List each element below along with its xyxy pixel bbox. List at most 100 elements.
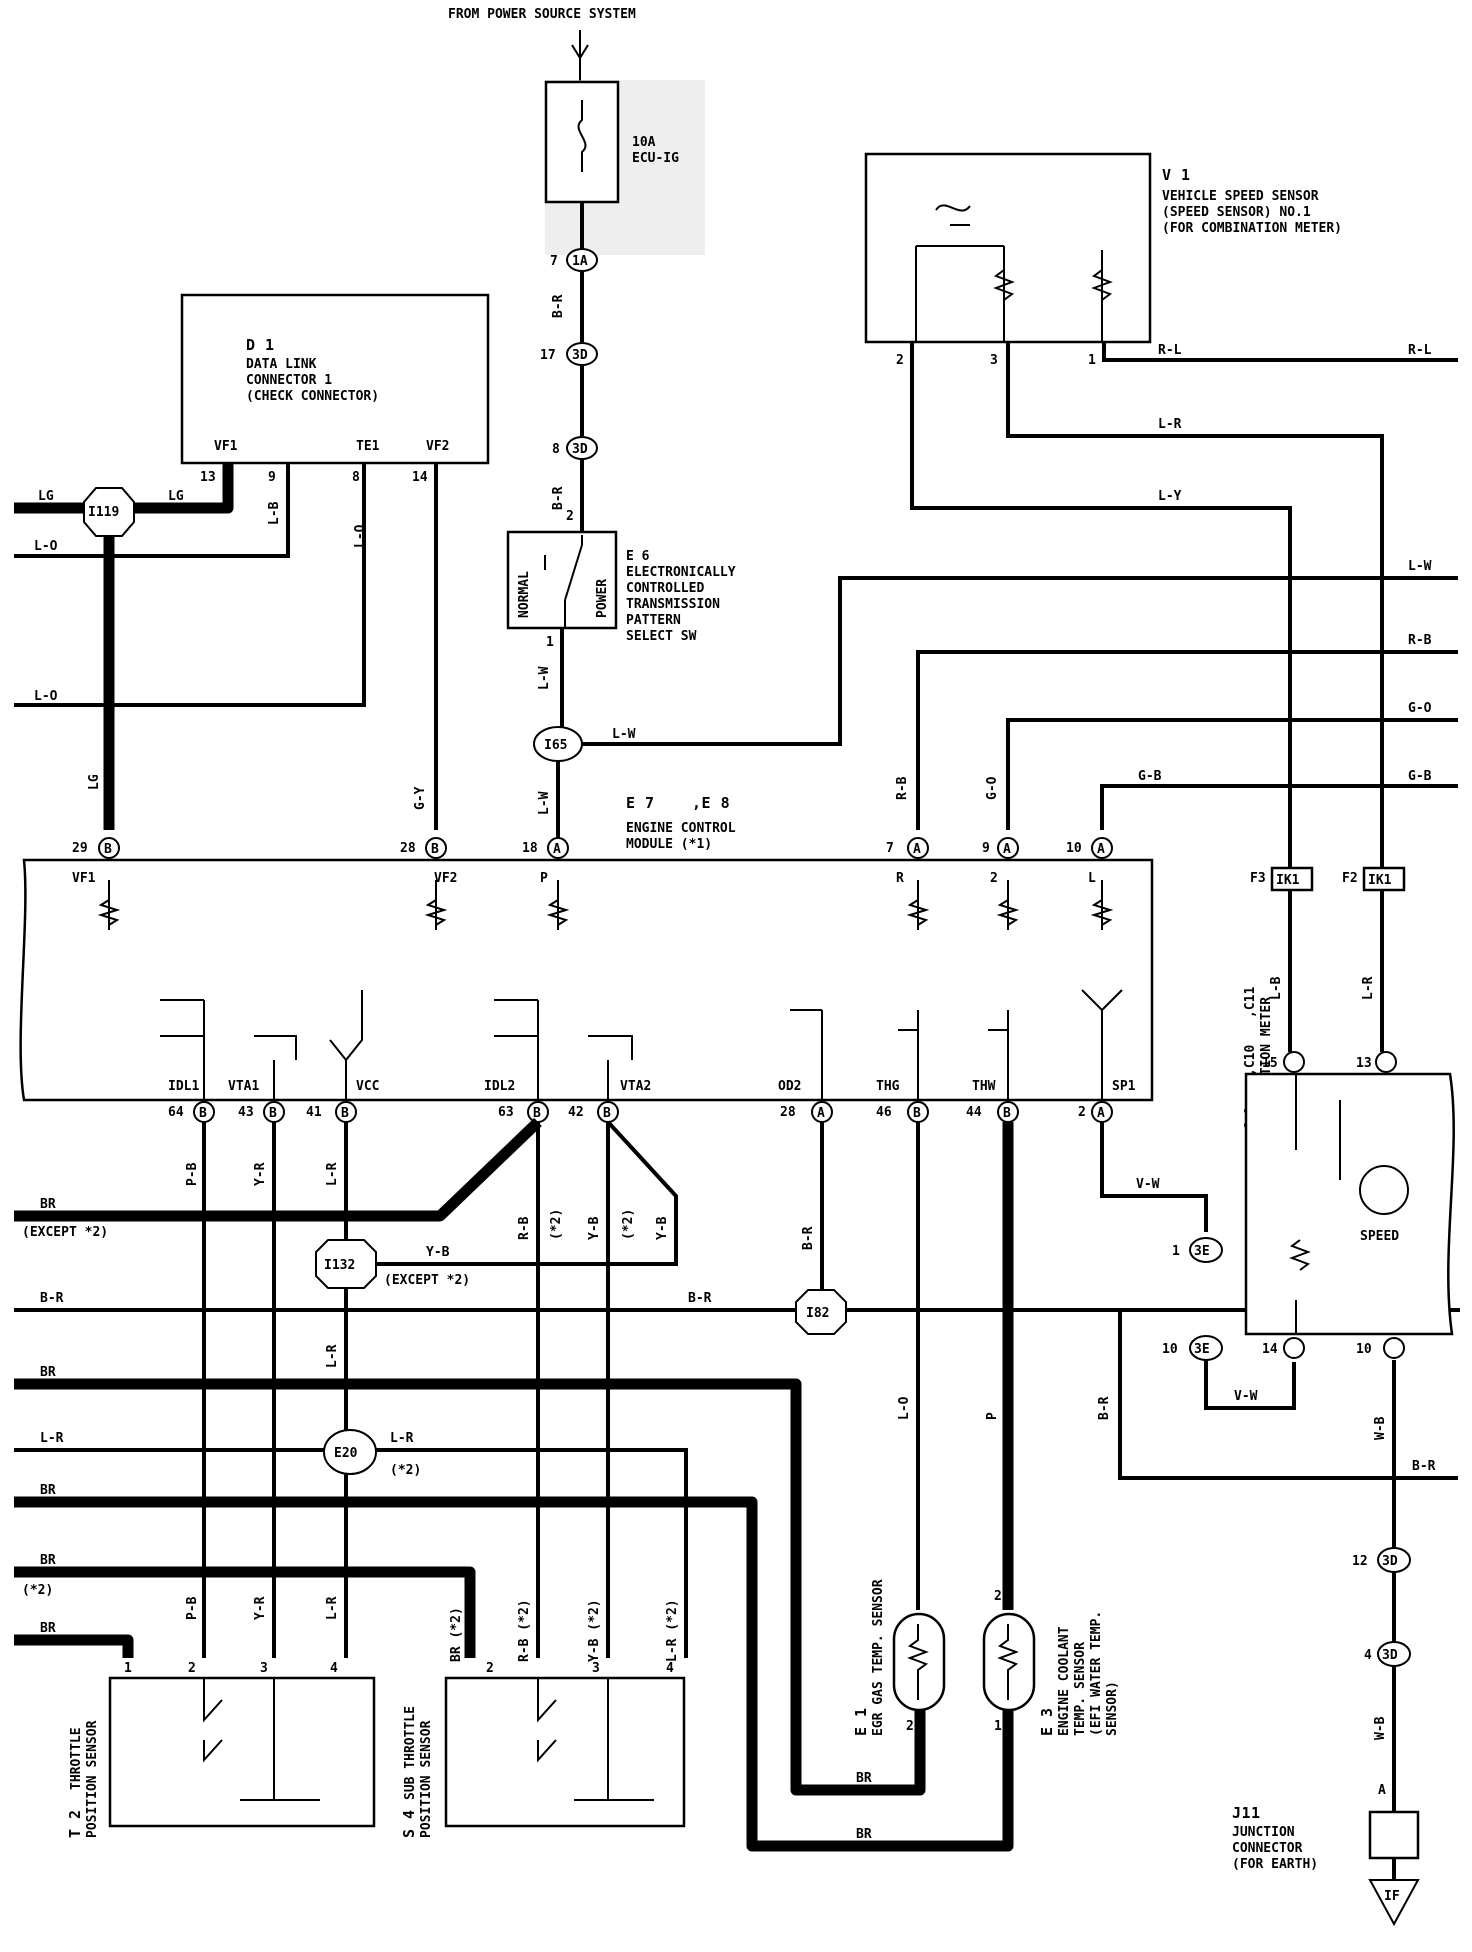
svg-text:A: A [1003, 842, 1011, 857]
wire-label-gb-1: G-B [1138, 769, 1162, 784]
ecm-bot-pin-od2: OD2 28 A [778, 1079, 833, 1123]
svg-text:VCC: VCC [356, 1079, 379, 1094]
e3-line2: TEMP. SENSOR [1073, 1642, 1088, 1736]
speedometer-icon [1359, 1165, 1409, 1215]
wire-label-wb-2: W-B [1373, 1716, 1388, 1740]
svg-text:42: 42 [568, 1105, 584, 1120]
wire-label-br-mid: B-R [688, 1291, 712, 1306]
wire-label-rb-3: R-B [517, 1216, 532, 1240]
ecm-bot-pin-thw: THW 44 B [966, 1079, 1019, 1123]
svg-text:B: B [603, 1106, 611, 1121]
t2-id: T 2 [66, 1809, 84, 1838]
meter-box [1244, 1072, 1455, 1336]
dlc-id: D 1 [246, 336, 275, 354]
wire-label-br-left: B-R [40, 1291, 64, 1306]
wire-label-lg-2: LG [168, 489, 184, 504]
wire-label-go-2: G-O [985, 776, 1000, 800]
wire-label-br-top: BR [40, 1197, 56, 1212]
v1-sensor-icon [935, 204, 971, 212]
svg-text:L: L [1088, 871, 1096, 886]
splice-i119 [83, 487, 135, 537]
dlc-num-13: 13 [200, 470, 216, 485]
j11-pin: A [1378, 1783, 1386, 1798]
ecm-top-pins: 29 B VF1 28 B VF2 18 A P 7 A R 9 A 2 [72, 837, 1113, 886]
ground-label: IF [1384, 1889, 1400, 1904]
e3-line1: ENGINE COOLANT [1057, 1626, 1072, 1736]
svg-text:29: 29 [72, 841, 88, 856]
note-star2-b: (*2) [621, 1209, 636, 1240]
wire-label-pb-1: P-B [185, 1162, 200, 1186]
meter-pin-13-num: 13 [1356, 1056, 1372, 1071]
svg-text:10: 10 [1066, 841, 1082, 856]
splice-i132 [315, 1239, 377, 1289]
svg-text:B: B [269, 1106, 277, 1121]
jct-3d-bot-conn-b: 3D [1382, 1648, 1398, 1663]
fuse-name: ECU-IG [632, 151, 679, 166]
svg-text:A: A [913, 842, 921, 857]
svg-text:R: R [896, 871, 904, 886]
splice-e20-label: E20 [334, 1446, 358, 1461]
svg-text:A: A [817, 1106, 825, 1121]
t2-pin-4: 4 [330, 1661, 338, 1676]
svg-text:B: B [1003, 1106, 1011, 1121]
s4-wire-lr: L-R (*2) [665, 1599, 680, 1662]
j11-line-2: (FOR EARTH) [1232, 1857, 1318, 1872]
connector-3d-17 [566, 342, 598, 366]
jct-3d-conn-b: 3D [572, 442, 588, 457]
wire-label-lr-5: L-R [390, 1431, 414, 1446]
meter-f3: F3 [1250, 871, 1266, 886]
wire-label-br-far: B-R [1412, 1459, 1436, 1474]
dlc-line1: DATA LINK [246, 357, 317, 372]
svg-text:A: A [1097, 1106, 1105, 1121]
splice-i132-label: I132 [324, 1258, 355, 1273]
wire-label-yb-3: Y-B [587, 1216, 602, 1240]
splice-i82-label: I82 [806, 1306, 829, 1321]
svg-text:2: 2 [1078, 1105, 1086, 1120]
ecm-bot-pin-vta2: VTA2 42 B [568, 1079, 651, 1123]
wire-label-lr-1: L-R [1158, 417, 1182, 432]
t2-wire-pb: P-B [185, 1596, 200, 1620]
svg-text:SP1: SP1 [1112, 1079, 1136, 1094]
wire-label-lo-3: L-O [353, 524, 368, 548]
wire-label-br-e1: BR [856, 1771, 872, 1786]
svg-text:46: 46 [876, 1105, 892, 1120]
ecm-line-0: ENGINE CONTROL [626, 821, 736, 836]
wire-label-br-od2: B-R [801, 1226, 816, 1250]
j11-line-0: JUNCTION [1232, 1825, 1295, 1840]
e1-pin-2: 2 [906, 1719, 914, 1734]
j11-line-1: CONNECTOR [1232, 1841, 1303, 1856]
wire-label-br-4: BR [40, 1553, 56, 1568]
v1-resistor-1 [993, 269, 1015, 301]
s4-pin-2: 2 [486, 1661, 494, 1676]
meter-pin-14 [1283, 1337, 1305, 1359]
ecm-top-pin-2: 9 A 2 [982, 837, 1019, 886]
svg-text:28: 28 [400, 841, 416, 856]
wire-label-br-5: BR [40, 1621, 56, 1636]
svg-text:VTA2: VTA2 [620, 1079, 651, 1094]
ecm-top-pin-vf2: 28 B VF2 [400, 837, 457, 886]
s4-line1: SUB THROTTLE [403, 1706, 418, 1800]
jct-3d-pin-a: 17 [540, 348, 556, 363]
wire-label-br-right: B-R [1097, 1396, 1112, 1420]
note-except2-a: (EXCEPT *2) [22, 1225, 108, 1240]
dlc-num-8: 8 [352, 470, 360, 485]
jct-3e-pin-a: 1 [1172, 1244, 1180, 1259]
svg-text:B: B [104, 842, 112, 857]
wire-label-br-3: BR [40, 1483, 56, 1498]
meter-conn-c10: ,C10 [1243, 1045, 1258, 1076]
v1-id: V 1 [1162, 166, 1191, 184]
e6-line-3: PATTERN [626, 613, 681, 628]
wire-label-vw-1: V-W [1136, 1177, 1160, 1192]
ecm-top-pin-r: 7 A R [886, 837, 929, 886]
dlc-pin-te1: TE1 [356, 439, 380, 454]
wire-label-br-2: BR [40, 1365, 56, 1380]
j11-id: J11 [1232, 1804, 1261, 1822]
e1-thermistor-icon [907, 1624, 929, 1700]
svg-text:B: B [341, 1106, 349, 1121]
e1-id: E 1 [852, 1707, 870, 1736]
meter-ik1-b-label: IK1 [1368, 873, 1392, 888]
wire-label-lw-3: L-W [612, 727, 636, 742]
connector-3e-1 [1189, 1237, 1223, 1263]
wire-label-lb-2: L-B [1269, 976, 1284, 1000]
jct-3e-conn-a: 3E [1194, 1244, 1210, 1259]
